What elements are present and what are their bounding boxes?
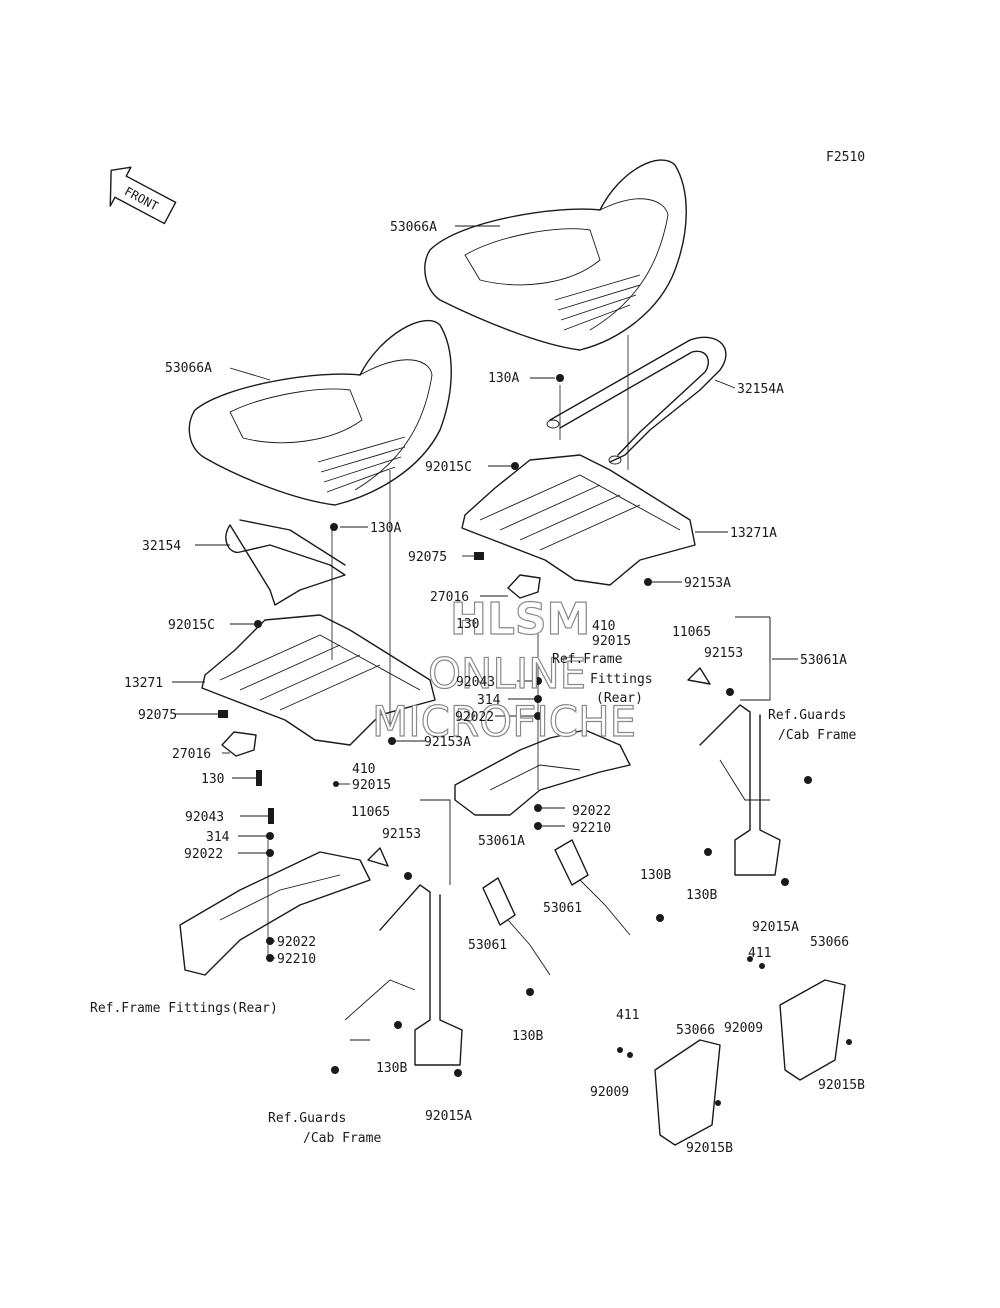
label-27016-front: 27016 bbox=[172, 747, 211, 762]
label-92043-left: 92043 bbox=[185, 810, 224, 825]
label-53061-left: 53061 bbox=[468, 938, 507, 953]
label-53066A-rear: 53066A bbox=[390, 220, 437, 235]
label-ref-guards-left-line1: Ref.Guards bbox=[268, 1111, 346, 1126]
label-314-mid: 314 bbox=[477, 693, 501, 708]
label-130B-left: 130B bbox=[376, 1061, 407, 1076]
rear-seat-cushion bbox=[424, 159, 687, 351]
label-92009-left: 92009 bbox=[590, 1085, 629, 1100]
label-130-front: 130 bbox=[201, 772, 224, 787]
rear-seat-base bbox=[461, 454, 696, 586]
label-11065-right: 11065 bbox=[672, 625, 711, 640]
label-92075-rear: 92075 bbox=[408, 550, 447, 565]
label-53066-right: 53066 bbox=[810, 935, 849, 950]
label-92015C-rear: 92015C bbox=[425, 460, 472, 475]
label-92015A-left: 92015A bbox=[425, 1109, 472, 1124]
grommet-11065-right-icon bbox=[687, 667, 711, 685]
label-ref-guards-right-line2: /Cab Frame bbox=[778, 728, 856, 743]
rear-grab-handle bbox=[546, 336, 727, 465]
front-arrow-label: FRONT bbox=[122, 184, 160, 213]
label-92015B-left: 92015B bbox=[686, 1141, 733, 1156]
label-92015-front: 92015 bbox=[352, 778, 391, 793]
left-cover-53066 bbox=[654, 1039, 721, 1146]
grommet-11065-left-icon bbox=[367, 847, 389, 867]
label-27016-rear: 27016 bbox=[430, 590, 469, 605]
label-92015B-right: 92015B bbox=[818, 1078, 865, 1093]
middle-frame-bracket bbox=[454, 729, 631, 816]
label-130B-bottom: 130B bbox=[512, 1029, 543, 1044]
callout-leader-lines bbox=[172, 225, 798, 959]
label-ref-frame-rear-line2: Fittings bbox=[590, 672, 653, 687]
label-92022-left2: 92022 bbox=[277, 935, 316, 950]
left-frame-bracket bbox=[179, 851, 371, 976]
label-92210-mid: 92210 bbox=[572, 821, 611, 836]
label-92153A-front: 92153A bbox=[424, 735, 471, 750]
label-ref-guards-left-line2: /Cab Frame bbox=[303, 1131, 381, 1146]
assembly-leader-lines bbox=[267, 335, 629, 955]
label-410-rear: 410 bbox=[592, 619, 615, 634]
label-130B-mid: 130B bbox=[640, 868, 671, 883]
watermark-line-3: MICROFICHE bbox=[372, 697, 636, 746]
front-seat-cushion bbox=[188, 319, 452, 506]
fastener-markers bbox=[218, 374, 852, 1106]
label-130B-right: 130B bbox=[686, 888, 717, 903]
label-92022-mid2: 92022 bbox=[572, 804, 611, 819]
label-92153-left: 92153 bbox=[382, 827, 421, 842]
label-32154: 32154 bbox=[142, 539, 181, 554]
label-53066A-front: 53066A bbox=[165, 361, 212, 376]
rear-bracket-27016 bbox=[507, 574, 541, 599]
label-13271: 13271 bbox=[124, 676, 163, 691]
label-ref-frame-left: Ref.Frame Fittings(Rear) bbox=[90, 1001, 278, 1016]
label-32154A: 32154A bbox=[737, 382, 784, 397]
label-92015C-front: 92015C bbox=[168, 618, 215, 633]
label-92153A-rear: 92153A bbox=[684, 576, 731, 591]
label-130A-rear: 130A bbox=[488, 371, 519, 386]
label-130A-front: 130A bbox=[370, 521, 401, 536]
label-ref-frame-rear-line3: (Rear) bbox=[596, 691, 643, 706]
label-92022-left: 92022 bbox=[184, 847, 223, 862]
label-410-front: 410 bbox=[352, 762, 375, 777]
label-92043-mid: 92043 bbox=[456, 675, 495, 690]
label-ref-frame-rear-line1: Ref.Frame bbox=[552, 652, 623, 667]
watermark: HLSM ONLINE MICROFICHE bbox=[371, 593, 636, 746]
label-92015-rear: 92015 bbox=[592, 634, 631, 649]
label-53061A-left: 53061A bbox=[478, 834, 525, 849]
label-314-left: 314 bbox=[206, 830, 230, 845]
label-92210-left: 92210 bbox=[277, 952, 316, 967]
right-seatbelt-retractor bbox=[699, 704, 781, 876]
front-seat-base bbox=[201, 614, 436, 746]
label-53061-mid: 53061 bbox=[543, 901, 582, 916]
diagram-code: F2510 bbox=[826, 150, 865, 165]
label-411-right: 411 bbox=[748, 946, 771, 961]
label-53066-left: 53066 bbox=[676, 1023, 715, 1038]
mid-seatbelt-buckle bbox=[554, 839, 631, 936]
label-130-rear: 130 bbox=[456, 617, 479, 632]
label-411-left: 411 bbox=[616, 1008, 639, 1023]
front-bracket-27016 bbox=[221, 731, 257, 757]
label-92075-front: 92075 bbox=[138, 708, 177, 723]
label-ref-guards-right-line1: Ref.Guards bbox=[768, 708, 846, 723]
left-seatbelt-retractor bbox=[344, 884, 463, 1066]
label-11065-left: 11065 bbox=[351, 805, 390, 820]
part-labels: 53066A 53066A 130A 32154A 92015C 13271A … bbox=[90, 220, 865, 1156]
label-53061A-right: 53061A bbox=[800, 653, 847, 668]
label-92153-right: 92153 bbox=[704, 646, 743, 661]
right-cover-53066 bbox=[779, 979, 846, 1081]
label-92015A-right: 92015A bbox=[752, 920, 799, 935]
front-arrow-icon: FRONT bbox=[109, 166, 177, 225]
watermark-line-2: ONLINE bbox=[428, 649, 586, 698]
front-grab-handle bbox=[225, 519, 346, 606]
label-92022-mid: 92022 bbox=[455, 710, 494, 725]
watermark-line-1: HLSM bbox=[450, 594, 590, 645]
left-seatbelt-buckle bbox=[482, 877, 551, 976]
label-92009-right: 92009 bbox=[724, 1021, 763, 1036]
label-13271A: 13271A bbox=[730, 526, 777, 541]
